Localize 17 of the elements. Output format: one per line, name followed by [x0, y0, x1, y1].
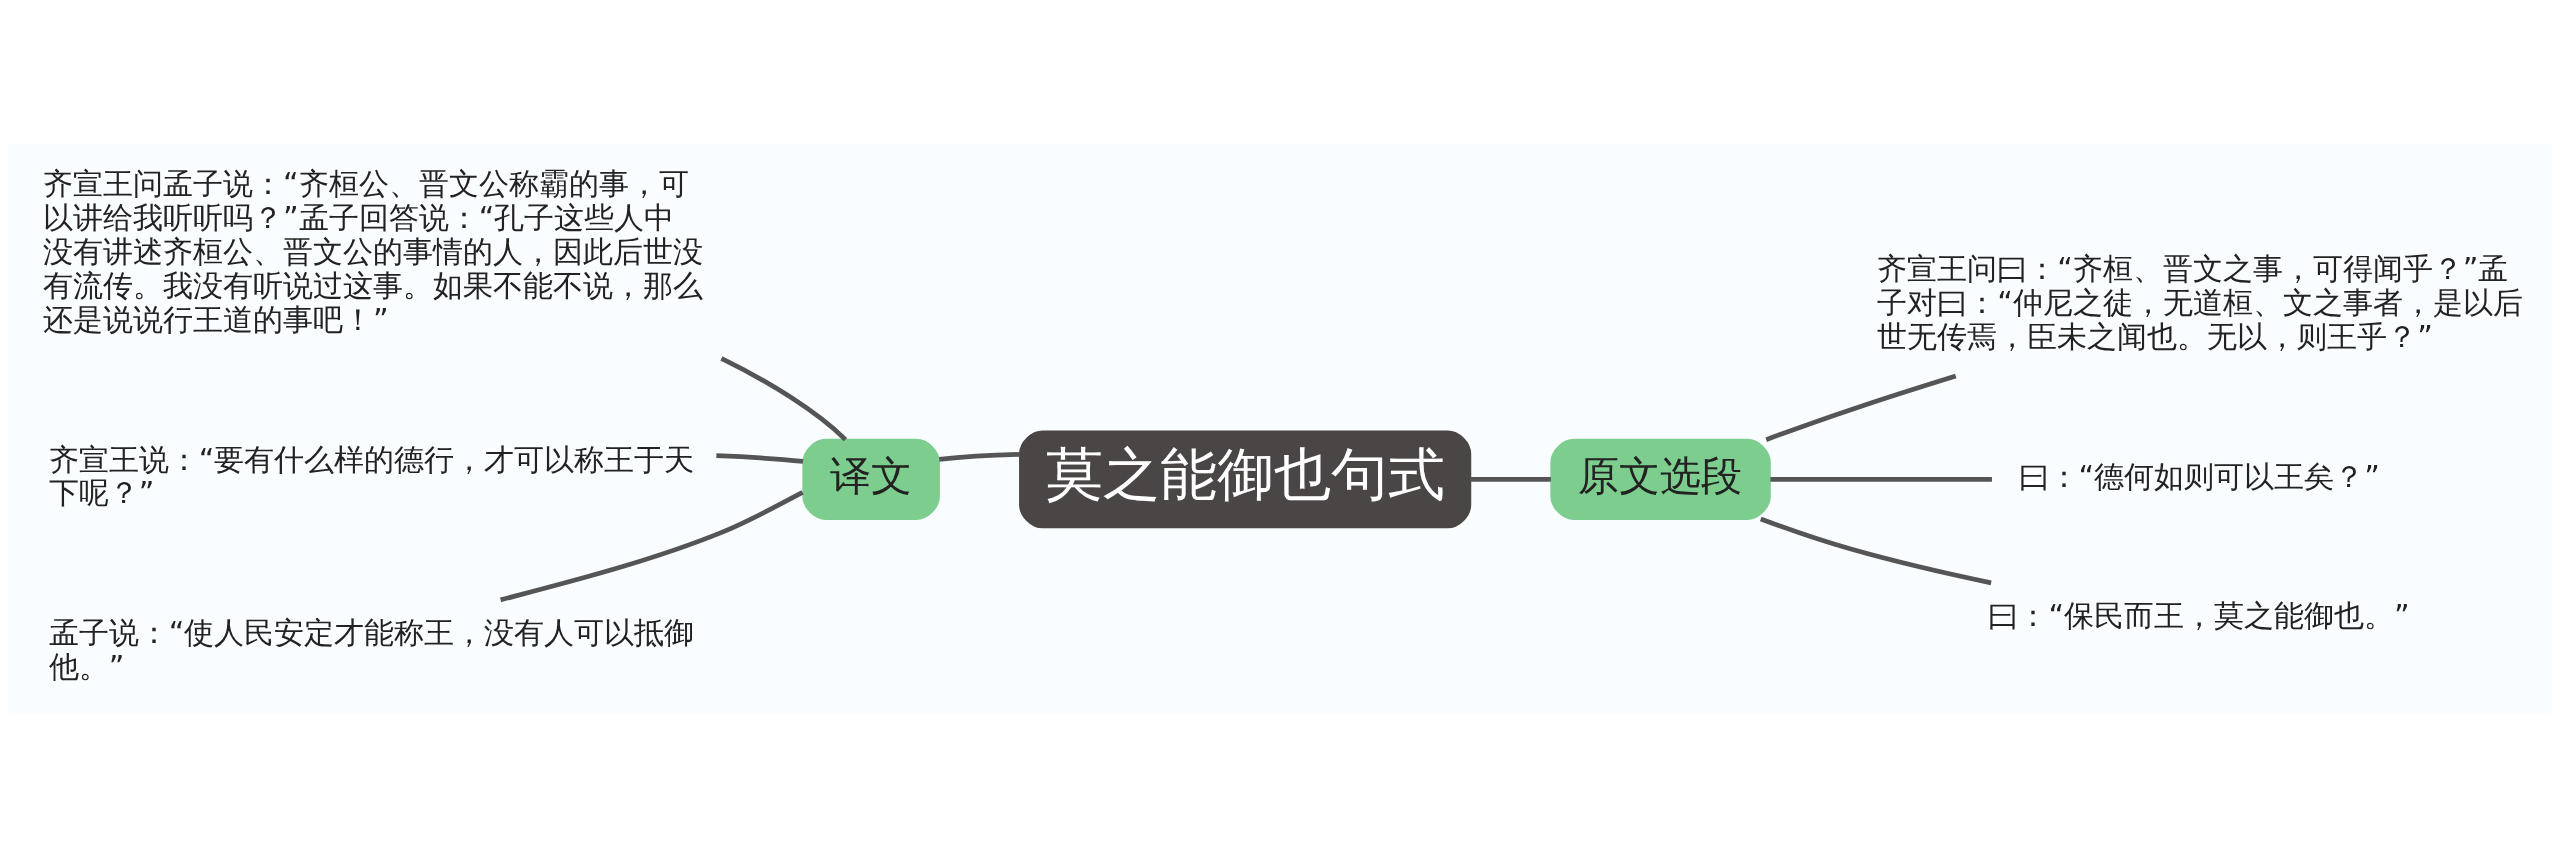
- node-text: 曰：“德何如则可以王矣？”: [2018, 458, 2380, 494]
- connector: [1759, 516, 1992, 585]
- connector: [1765, 373, 1957, 442]
- node-text: 曰：“保民而王，莫之能御也。”: [1988, 597, 2410, 633]
- connector: [1470, 476, 1551, 482]
- connector: [939, 451, 1020, 462]
- connector: [716, 452, 804, 464]
- node-box: 原文选段: [1550, 438, 1771, 520]
- node-text: 齐宣王问孟子说：“齐桓公、晋文公称霸的事，可以讲给我听听吗？”孟子回答说：“孔子这些人中没有讲述齐桓公、晋文公的事情的人，因此后世没有流传。我没有听说过这事。如果不能不说，那么还是说说行王道的事吧！”: [43, 165, 704, 337]
- connector: [719, 355, 848, 441]
- node-box: 译文: [802, 438, 940, 520]
- node-text: 齐宣王说：“要有什么样的德行，才可以称王于天下呢？”: [48, 441, 695, 510]
- connector: [500, 489, 804, 602]
- node-box: 莫之能御也句式: [1019, 429, 1472, 528]
- node-text: 齐宣王问曰：“齐桓、晋文之事，可得闻乎？”孟子对曰：“仲尼之徒，无道桓、文之事者，是以后世无传焉，臣未之闻也。无以，则王乎？”: [1877, 250, 2523, 354]
- node-text: 孟子说：“使人民安定才能称王，没有人可以抵御他。”: [48, 614, 695, 684]
- connector: [1770, 476, 1992, 482]
